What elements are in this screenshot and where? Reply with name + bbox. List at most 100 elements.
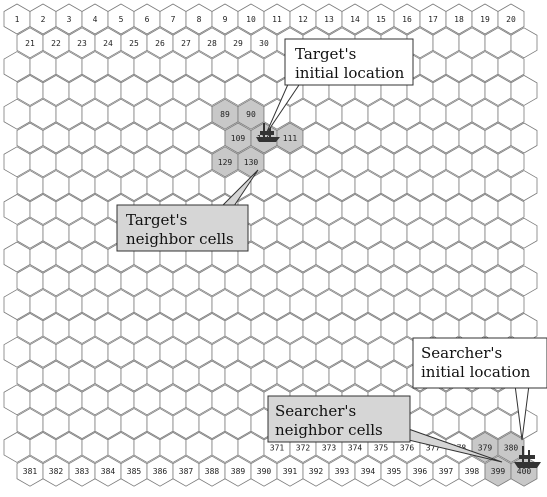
hex-cell	[393, 146, 421, 178]
cell-number: 400	[517, 467, 532, 476]
cell-number: 89	[220, 110, 230, 119]
cell-number: 111	[283, 134, 298, 143]
hex-cell	[3, 289, 31, 321]
hex-cell	[185, 431, 213, 463]
cell-number: 21	[25, 39, 35, 48]
hex-cell	[341, 289, 369, 321]
hex-cell	[3, 193, 31, 225]
hex-cell	[55, 241, 83, 273]
hex-cell	[224, 312, 252, 344]
cell-number: 25	[129, 39, 139, 48]
cell-number: 2	[41, 15, 46, 24]
hex-cell	[81, 98, 109, 130]
hex-cell	[68, 74, 96, 106]
searcher-initial-callout-box	[412, 337, 547, 389]
hex-cell	[445, 241, 473, 273]
hex-cell	[120, 74, 148, 106]
hex-cell	[419, 241, 447, 273]
hex-cell	[107, 51, 135, 83]
searcher-neighbors-callout-box	[267, 395, 411, 443]
hex-cell	[146, 122, 174, 154]
hex-cell	[328, 122, 356, 154]
hex-cell	[133, 51, 161, 83]
hex-cell	[16, 408, 44, 440]
hex-cell	[380, 312, 408, 344]
hex-cell	[107, 431, 135, 463]
hex-cell	[3, 241, 31, 273]
hex-cell	[94, 408, 122, 440]
hex-cell	[484, 265, 512, 297]
hex-cell	[68, 217, 96, 249]
hex-cell	[445, 384, 473, 416]
hex-cell	[133, 146, 161, 178]
hex-cell	[341, 146, 369, 178]
hex-cell	[94, 265, 122, 297]
hex-cell	[3, 384, 31, 416]
hex-cell	[471, 98, 499, 130]
hex-cell	[419, 146, 447, 178]
cell-number: 393	[335, 467, 350, 476]
hex-cell	[120, 408, 148, 440]
hex-cell	[172, 408, 200, 440]
hex-cell	[55, 146, 83, 178]
cell-number: 399	[491, 467, 506, 476]
hex-cell	[341, 336, 369, 368]
hex-cell	[3, 146, 31, 178]
hex-cell	[289, 193, 317, 225]
hex-cell	[354, 122, 382, 154]
hex-cell	[302, 265, 330, 297]
hex-cell	[289, 289, 317, 321]
hex-cell	[3, 336, 31, 368]
hex-cell	[172, 122, 200, 154]
hex-cell	[29, 384, 57, 416]
hex-cell	[237, 336, 265, 368]
hex-cell	[510, 27, 538, 59]
hex-cell	[224, 74, 252, 106]
hex-cell	[445, 289, 473, 321]
hex-cell	[367, 289, 395, 321]
hex-cell	[211, 289, 239, 321]
hex-cell	[198, 265, 226, 297]
hex-cell	[172, 170, 200, 202]
hex-cell	[484, 170, 512, 202]
hex-cell	[393, 98, 421, 130]
cell-number: 373	[322, 443, 337, 452]
hex-cell	[172, 312, 200, 344]
cell-number: 29	[233, 39, 243, 48]
hex-cell	[3, 431, 31, 463]
hex-cell	[250, 265, 278, 297]
hex-cell	[107, 98, 135, 130]
hex-cell	[393, 193, 421, 225]
cell-number: 7	[171, 15, 176, 24]
hex-cell	[146, 74, 174, 106]
hex-cell	[315, 146, 343, 178]
hex-cell	[29, 146, 57, 178]
hex-cell	[159, 431, 187, 463]
hex-cell	[458, 265, 486, 297]
hex-cell	[211, 431, 239, 463]
hex-cell	[432, 122, 460, 154]
hex-cell	[276, 265, 304, 297]
hex-cell	[94, 312, 122, 344]
hex-cell	[263, 289, 291, 321]
hex-cell	[380, 170, 408, 202]
hex-cell	[497, 289, 525, 321]
hex-cell	[29, 289, 57, 321]
hex-cell	[159, 289, 187, 321]
hex-cell	[367, 146, 395, 178]
cell-number: 15	[376, 15, 386, 24]
cell-number: 392	[309, 467, 324, 476]
hex-cell	[107, 289, 135, 321]
hex-cell	[328, 312, 356, 344]
hex-cell	[68, 170, 96, 202]
cell-number: 13	[324, 15, 334, 24]
hex-cell	[81, 431, 109, 463]
hex-cell	[497, 98, 525, 130]
hex-cell	[172, 74, 200, 106]
hex-cell	[406, 217, 434, 249]
cell-number: 390	[257, 467, 272, 476]
cell-number: 1	[15, 15, 20, 24]
hex-cell	[81, 146, 109, 178]
hex-cell	[406, 122, 434, 154]
